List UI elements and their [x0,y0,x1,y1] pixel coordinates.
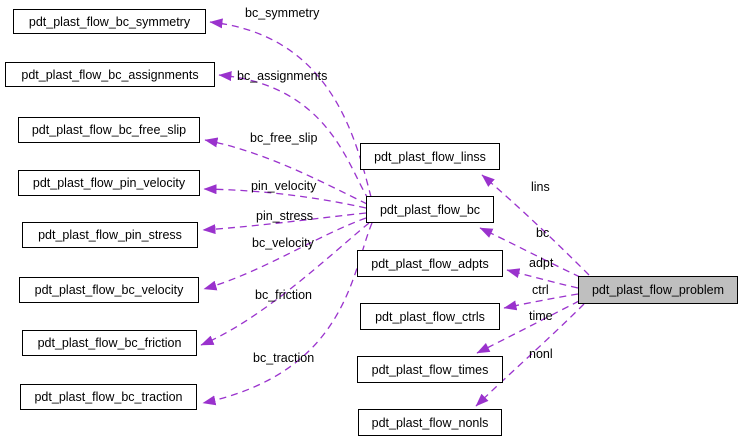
edge-label-time: time [529,309,553,323]
edge-adpt [506,268,579,289]
edge-label-bc-friction: bc_friction [255,288,312,302]
node-pdt-plast-flow-bc-friction[interactable]: pdt_plast_flow_bc_friction [22,330,197,356]
node-pdt-plast-flow-times[interactable]: pdt_plast_flow_times [357,356,503,383]
edge-ctrl [503,293,579,311]
node-pdt-plast-flow-problem: pdt_plast_flow_problem [578,276,738,304]
edge-time [476,300,580,354]
edge-bc-traction [202,222,373,406]
edge-pin-stress [202,212,367,235]
node-pdt-plast-flow-bc-velocity[interactable]: pdt_plast_flow_bc_velocity [19,277,199,303]
edge-label-lins: lins [531,180,550,194]
node-pdt-plast-flow-bc[interactable]: pdt_plast_flow_bc [366,196,494,223]
node-pdt-plast-flow-bc-assignments[interactable]: pdt_plast_flow_bc_assignments [5,62,215,87]
edge-bc-friction [200,222,370,346]
edge-nonl [475,303,585,407]
edge-label-ctrl: ctrl [532,283,549,297]
node-pdt-plast-flow-bc-symmetry[interactable]: pdt_plast_flow_bc_symmetry [13,9,206,34]
edge-label-pin-stress: pin_stress [256,209,313,223]
node-pdt-plast-flow-pin-velocity[interactable]: pdt_plast_flow_pin_velocity [18,170,200,196]
node-pdt-plast-flow-ctrls[interactable]: pdt_plast_flow_ctrls [360,303,500,330]
edge-label-bc-velocity: bc_velocity [252,236,314,250]
edge-lins [481,174,590,276]
edge-pin-velocity [203,184,367,209]
edge-bc [479,227,581,278]
node-pdt-plast-flow-linss[interactable]: pdt_plast_flow_linss [360,143,500,170]
node-pdt-plast-flow-adpts[interactable]: pdt_plast_flow_adpts [357,250,503,277]
edge-label-nonl: nonl [529,347,553,361]
edge-bc-velocity [203,217,367,291]
edge-label-bc-assignments: bc_assignments [237,69,328,83]
node-pdt-plast-flow-bc-free-slip[interactable]: pdt_plast_flow_bc_free_slip [18,117,200,143]
edge-bc-free-slip [204,137,368,205]
edge-label-pin-velocity: pin_velocity [251,179,317,193]
edge-bc-assignments [218,71,370,201]
edge-label-adpt: adpt [529,256,554,270]
node-pdt-plast-flow-pin-stress[interactable]: pdt_plast_flow_pin_stress [22,222,198,248]
edge-label-bc: bc [536,226,550,240]
edge-bc-symmetry [209,18,372,198]
edge-label-bc-free-slip: bc_free_slip [250,131,318,145]
node-pdt-plast-flow-nonls[interactable]: pdt_plast_flow_nonls [358,409,502,436]
edge-label-bc-traction: bc_traction [253,351,315,365]
node-pdt-plast-flow-bc-traction[interactable]: pdt_plast_flow_bc_traction [20,384,197,410]
edge-label-bc-symmetry: bc_symmetry [245,6,320,20]
